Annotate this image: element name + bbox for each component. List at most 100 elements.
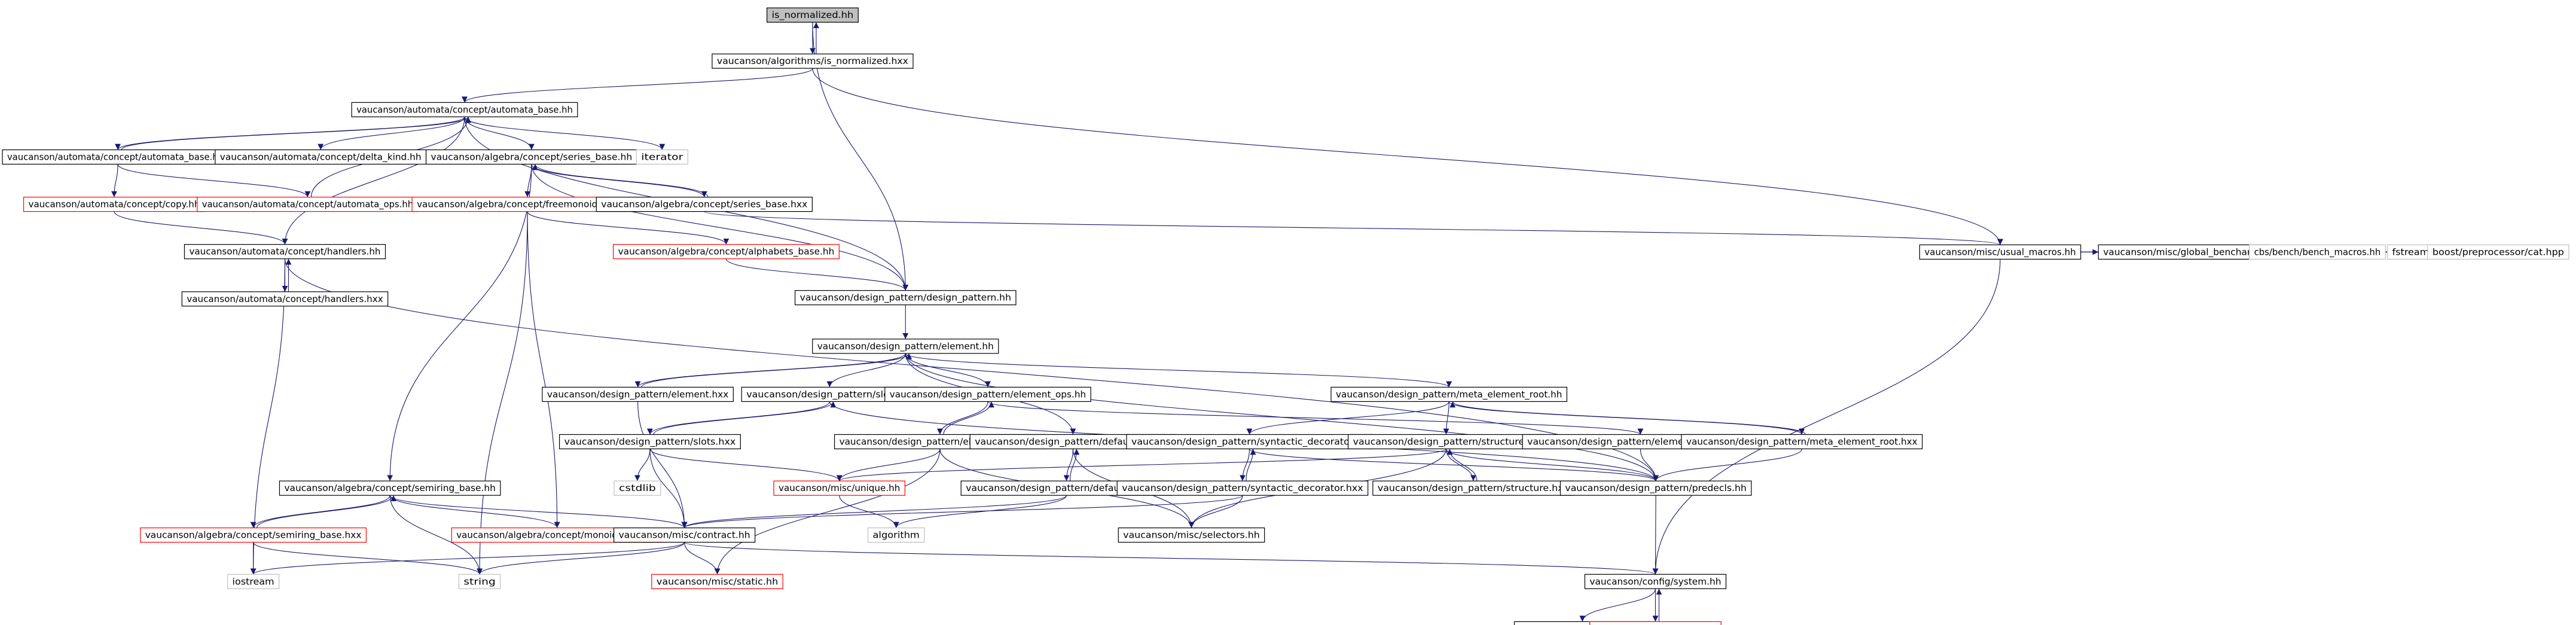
node-label: vaucanson/automata/concept/handlers.hxx [187,294,383,304]
node-label: vaucanson/design_pattern/slots.hxx [564,437,736,448]
node-vaucanson-automata-concept-handlers-hh[interactable]: vaucanson/automata/concept/handlers.hh [184,244,386,260]
node-vaucanson-design-pattern-syntactic-decorator-hh[interactable]: vaucanson/design_pattern/syntactic_decor… [1126,434,1373,450]
node-vaucanson-design-pattern-element-ops-hh[interactable]: vaucanson/design_pattern/element_ops.hh [884,386,1091,403]
node-box [1681,434,1923,450]
node-box [1116,480,1369,496]
edge-n2-n6 [318,117,465,150]
node-label: vaucanson/algebra/concept/series_base.hh [431,152,633,163]
node-fstream: fstream [2387,244,2434,260]
node-vaucanson-design-pattern-slots-hxx[interactable]: vaucanson/design_pattern/slots.hxx [558,434,741,450]
node-vaucanson-algebra-concept-alphabets-base-hh[interactable]: vaucanson/algebra/concept/alphabets_base… [613,244,840,260]
node-box [23,197,205,212]
node-vaucanson-design-pattern-element-hh[interactable]: vaucanson/design_pattern/element.hh [812,339,999,354]
node-vaucanson-design-pattern-meta-element-root-hxx[interactable]: vaucanson/design_pattern/meta_element_ro… [1681,434,1923,450]
node-vaucanson-design-pattern-meta-element-root-hh[interactable]: vaucanson/design_pattern/meta_element_ro… [1330,386,1568,403]
node-label: vaucanson/design_pattern/predecls.hh [1565,483,1746,494]
node-box [2248,244,2386,260]
edge-n28-n36 [389,495,560,528]
node-box [1330,386,1568,403]
node-vaucanson-algebra-concept-series-base-hh[interactable]: vaucanson/algebra/concept/series_base.hh [425,149,637,165]
node-box [351,102,578,117]
edge-n12-n7 [532,164,709,197]
node-label: vaucanson/algebra/concept/freemonoid_bas… [417,199,638,211]
edge-n37-n43 [684,542,1658,575]
node-vaucanson-misc-usual-macros-hh[interactable]: vaucanson/misc/usual_macros.hh [1919,244,2081,260]
edge-n21-n18 [653,401,837,435]
edge-n11-n14 [527,211,730,245]
node-label: vaucanson/misc/contract.hh [619,530,750,541]
node-box [1919,244,2081,260]
node-vaucanson-misc-contract-hh[interactable]: vaucanson/misc/contract.hh [613,527,756,543]
node-label: vaucanson/design_pattern/syntactic_decor… [1122,483,1363,494]
node-box [651,574,783,589]
node-vaucanson-design-pattern-structure-hxx[interactable]: vaucanson/design_pattern/structure.hxx [1372,480,1574,496]
node-vaucanson-automata-concept-delta-kind-hh[interactable]: vaucanson/automata/concept/delta_kind.hh [215,149,427,165]
node-vaucanson-design-pattern-design-pattern-hh[interactable]: vaucanson/design_pattern/design_pattern.… [794,290,1017,306]
node-box [227,574,280,589]
node-vaucanson-config-pconf-hh[interactable]: vaucanson/config/pconf.hh [1513,621,1651,625]
edge-n7-n4 [531,164,909,291]
edge-n23-n31 [1063,449,1073,481]
node-vaucanson-automata-concept-handlers-hxx[interactable]: vaucanson/automata/concept/handlers.hxx [181,291,389,307]
edge-n25-n30 [837,449,1447,481]
node-string: string [458,574,501,589]
node-label: vaucanson/automata/concept/handlers.hh [189,246,380,257]
node-vaucanson-misc-static-hh[interactable]: vaucanson/misc/static.hh [651,574,783,589]
node-vaucanson-misc-global-benchar-hh[interactable]: vaucanson/misc/global_benchar.hh [2098,244,2270,260]
node-label: vaucanson/misc/selectors.hh [1123,530,1259,541]
edge-n27-n34 [1653,449,1802,481]
node-label: vaucanson/config/system.hh [1589,576,1721,587]
node-label: vaucanson/design_pattern/element_ops.hh [890,389,1086,400]
node-vaucanson-misc-unique-hh[interactable]: vaucanson/misc/unique.hh [773,480,906,496]
edge-n20-n24 [1246,401,1449,435]
node-vaucanson-algebra-concept-semiring-base-hxx[interactable]: vaucanson/algebra/concept/semiring_base.… [140,527,367,543]
node-is-normalized-hh[interactable]: is_normalized.hh [766,7,859,23]
node-vaucanson-design-pattern-structure-hh[interactable]: vaucanson/design_pattern/structure.hh [1348,434,1545,450]
node-box [1126,434,1373,450]
node-box [712,53,914,69]
edge-n2-n7 [464,117,535,150]
node-vaucanson-algebra-concept-semiring-base-hh[interactable]: vaucanson/algebra/concept/semiring_base.… [279,480,501,496]
node-vaucanson-config-system-hh[interactable]: vaucanson/config/system.hh [1584,574,1727,589]
nodes-layer: is_normalized.hh vaucanson/algorithms/is_… [2,7,2569,625]
node-vaucanson-automata-concept-copy-hh[interactable]: vaucanson/automata/concept/copy.hh [23,197,205,212]
edge-n0-n4 [812,22,909,291]
node-vaucanson-automata-concept-automata-base-hh[interactable]: vaucanson/automata/concept/automata_base… [351,102,578,117]
edge-n31-n38 [893,495,1067,528]
edge-n32-n37 [682,495,1243,529]
edge-n37-n41 [477,542,685,575]
node-vaucanson-misc-selectors-hh[interactable]: vaucanson/misc/selectors.hh [1118,527,1265,543]
edge-n12-n3 [704,211,2003,245]
node-box [794,290,1017,306]
edge-n7-n12 [531,164,707,197]
node-box [884,386,1091,403]
node-label: boost/preprocessor/cat.hpp [2432,246,2564,257]
edge-n18-n21 [647,401,830,435]
node-vaucanson-design-pattern-element-hxx[interactable]: vaucanson/design_pattern/element.hxx [542,386,734,403]
edge-n13-n40 [250,258,286,575]
edge-n16-n20 [905,353,1452,388]
edge-n16-n19 [905,353,991,388]
node-vaucanson-config-math-hh[interactable]: vaucanson/config/math.hh [1589,621,1722,625]
node-box [1513,621,1651,625]
node-box [558,434,741,450]
edge-n22-n42 [714,449,941,575]
node-vaucanson-automata-concept-automata-ops-hh[interactable]: vaucanson/automata/concept/automata_ops.… [197,197,419,212]
node-label: vaucanson/automata/concept/automata_base… [356,104,573,115]
edge-n21-n37 [649,449,688,528]
node-label: cstdlib [619,483,656,493]
edge-n37-n42 [684,542,721,575]
node-box [279,480,501,496]
edge-n24-n32 [1240,449,1250,481]
edge-n25-n34 [1445,449,1659,481]
node-vaucanson-design-pattern-syntactic-decorator-hxx[interactable]: vaucanson/design_pattern/syntactic_decor… [1116,480,1369,496]
edge-n22-n19 [943,401,994,435]
node-iterator: iterator [636,149,688,165]
node-vaucanson-automata-concept-automata-base-hxx[interactable]: vaucanson/automata/concept/automata_base… [2,149,234,165]
edge-n28-n35 [250,495,390,528]
node-vaucanson-algebra-concept-series-base-hxx[interactable]: vaucanson/algebra/concept/series_base.hx… [596,197,813,212]
node-label: cbs/bench/bench_macros.hh [2254,246,2381,258]
edge-n43-n44 [1579,589,1656,622]
node-vaucanson-algorithms-is-normalized-hxx[interactable]: vaucanson/algorithms/is_normalized.hxx [712,53,914,69]
node-vaucanson-design-pattern-predecls-hh[interactable]: vaucanson/design_pattern/predecls.hh [1559,480,1752,496]
